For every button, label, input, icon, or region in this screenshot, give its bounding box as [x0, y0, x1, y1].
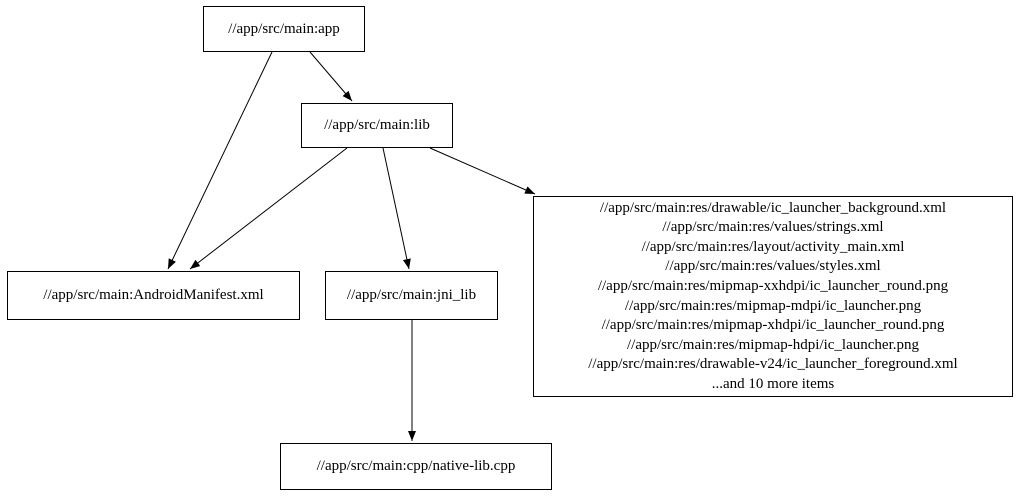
node-android-manifest: //app/src/main:AndroidManifest.xml: [7, 271, 300, 320]
node-native-lib-cpp: //app/src/main:cpp/native-lib.cpp: [280, 443, 552, 490]
resource-more-items: ...and 10 more items: [711, 375, 835, 392]
resource-item: //app/src/main:res/mipmap-xxhdpi/ic_laun…: [597, 277, 949, 294]
node-android-manifest-label: //app/src/main:AndroidManifest.xml: [43, 287, 264, 303]
edge-lib-resources: [429, 147, 536, 195]
resource-item: //app/src/main:res/values/styles.xml: [665, 258, 881, 275]
node-app: //app/src/main:app: [203, 6, 365, 52]
node-resources-group: //app/src/main:res/drawable/ic_launcher_…: [533, 196, 1013, 397]
resource-item: //app/src/main:res/drawable-v24/ic_launc…: [588, 356, 958, 373]
resource-item: //app/src/main:res/layout/activity_main.…: [641, 238, 905, 255]
node-native-lib-cpp-label: //app/src/main:cpp/native-lib.cpp: [316, 458, 516, 474]
node-app-label: //app/src/main:app: [228, 20, 340, 37]
node-lib-label: //app/src/main:lib: [324, 117, 430, 133]
resource-item: //app/src/main:res/mipmap-mdpi/ic_launch…: [624, 297, 922, 314]
edge-lib-jni-lib: [382, 147, 411, 270]
node-lib: //app/src/main:lib: [301, 103, 453, 148]
resource-item: //app/src/main:res/mipmap-hdpi/ic_launch…: [626, 336, 919, 353]
resource-item: //app/src/main:res/values/strings.xml: [662, 219, 884, 236]
resource-item: //app/src/main:res/mipmap-xhdpi/ic_launc…: [601, 317, 945, 334]
edge-app-manifest: [167, 51, 273, 270]
node-jni-lib: //app/src/main:jni_lib: [325, 271, 498, 320]
edge-app-lib: [309, 51, 353, 102]
node-jni-lib-label: //app/src/main:jni_lib: [346, 287, 477, 303]
edge-lib-manifest: [189, 147, 348, 270]
resource-item: //app/src/main:res/drawable/ic_launcher_…: [599, 199, 947, 216]
